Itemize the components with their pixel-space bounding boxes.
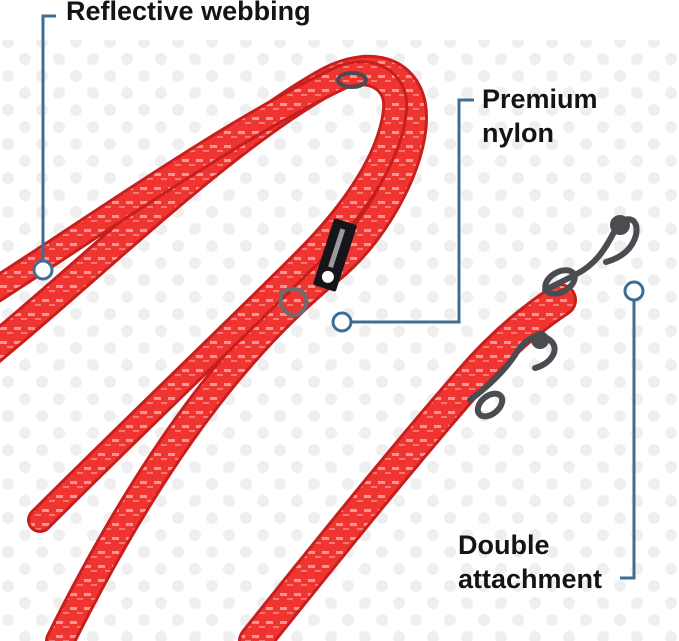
callout-premium-nylon-line2: nylon: [482, 118, 554, 148]
callout-premium-nylon-line1: Premium: [482, 84, 598, 114]
callout-line-reflective: [41, 14, 56, 260]
callout-double-attachment-line1: Double: [458, 530, 550, 560]
brand-tag: [313, 218, 357, 292]
callout-double-attachment: Double attachment: [458, 528, 602, 596]
callout-double-attachment-line2: attachment: [458, 564, 603, 594]
callout-dot-reflective: [32, 259, 54, 281]
callout-lines: [41, 14, 636, 580]
clip-strap-weave: [241, 286, 574, 641]
leash-strap-inner-weave: [0, 63, 406, 530]
d-ring: [278, 286, 309, 318]
callout-dot-nylon: [331, 311, 353, 333]
callout-premium-nylon: Premium nylon: [482, 82, 598, 150]
callout-line-nylon: [352, 98, 474, 324]
callout-line-double: [620, 300, 636, 580]
leash-strap-outer-weave: [0, 57, 425, 641]
lower-snap-hook: [467, 331, 558, 420]
top-o-ring: [336, 71, 368, 89]
upper-snap-hook: [542, 215, 640, 297]
callout-dot-double: [623, 280, 645, 302]
callout-reflective-webbing: Reflective webbing: [66, 0, 311, 26]
